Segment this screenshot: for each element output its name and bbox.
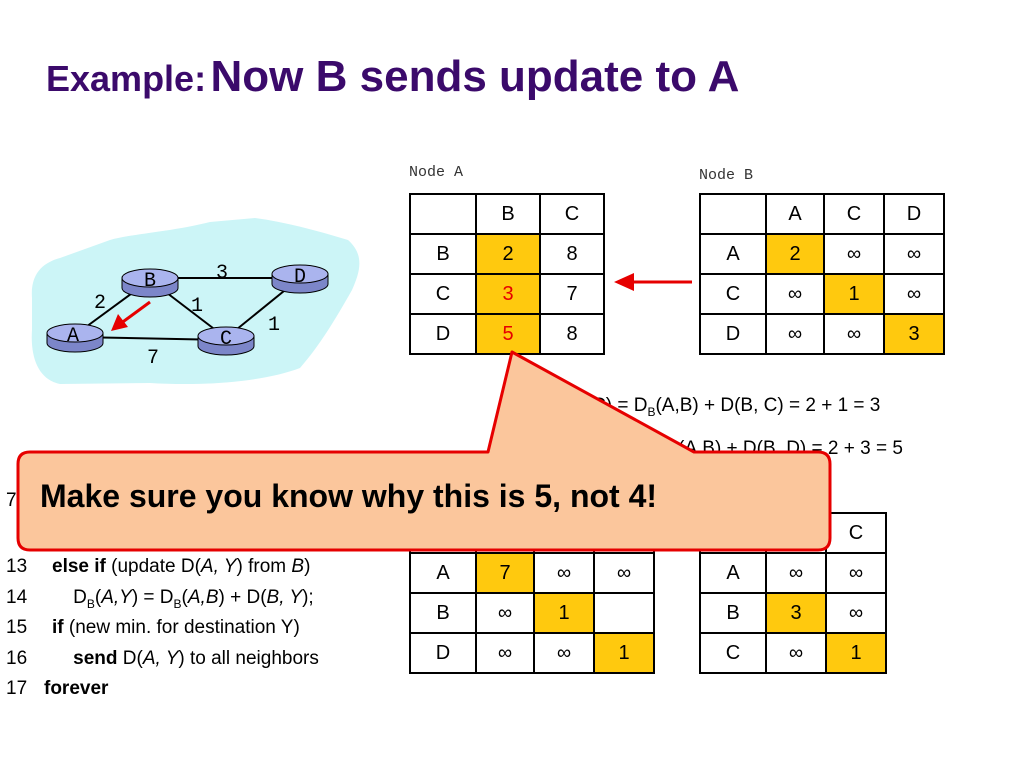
node-b-table: A C D A 2 ∞ ∞ C ∞ 1 ∞ D ∞ ∞ 3: [699, 193, 945, 355]
update-arrowhead-diagram: [111, 314, 128, 331]
table-cell: 2: [765, 233, 825, 275]
edge-bc-cost: 1: [191, 295, 203, 318]
row-label: D: [699, 313, 767, 355]
node-b-table-label: Node B: [699, 167, 754, 184]
edge-cd-cost: 1: [268, 314, 280, 337]
node-c-table: A 7 ∞ ∞ B ∞ 1 D ∞ ∞ 1: [409, 512, 655, 674]
table-cell: 7: [475, 552, 535, 594]
code-line: 16 send D(A, Y) to all neighbors: [6, 647, 319, 669]
table-cell: ∞: [533, 552, 595, 594]
equation-1: C) = DB(A,B) + D(B, C) = 2 + 1 = 3: [592, 395, 881, 419]
table-cell: ∞: [883, 273, 945, 315]
row-label: C: [699, 273, 767, 315]
table-cell: 1: [823, 273, 885, 315]
row-label: A: [699, 233, 767, 275]
table-cell: 3: [883, 313, 945, 355]
row-label: D: [409, 313, 477, 355]
table-cell: ∞: [765, 632, 827, 674]
title-main: Now B sends update to A: [210, 52, 740, 101]
header-cell: D: [883, 193, 945, 235]
table-cell: ∞: [593, 552, 655, 594]
table-cell: ∞: [765, 273, 825, 315]
node-d-table: C A ∞ ∞ B 3 ∞ C ∞ 1: [699, 512, 887, 674]
header-cell: C: [539, 193, 605, 235]
equation-2: (A,B) + D(B, D) = 2 + 3 = 5: [678, 438, 903, 459]
row-label: C: [409, 273, 477, 315]
table-cell: ∞: [533, 632, 595, 674]
table-cell: 1: [825, 632, 887, 674]
header-cell: B: [475, 193, 541, 235]
header-cell: A: [765, 193, 825, 235]
node-a-table-label: Node A: [409, 164, 464, 181]
table-cell: ∞: [475, 592, 535, 634]
table-cell: 1: [593, 632, 655, 674]
row-label: C: [699, 632, 767, 674]
table-cell: 8: [539, 313, 605, 355]
table-cell: ∞: [765, 552, 827, 594]
row-label: A: [409, 552, 477, 594]
code-line: 14 DB(A,Y) = DB(A,B) + D(B, Y);: [6, 586, 314, 611]
router-d: D: [271, 264, 329, 294]
row-label: A: [699, 552, 767, 594]
header-cell: [409, 193, 477, 235]
router-c: C: [197, 326, 255, 356]
table-cell: ∞: [475, 632, 535, 674]
node-c-label: C: [220, 328, 232, 351]
table-cell: [593, 592, 655, 634]
node-a-table: B C B 2 8 C 3 7 D 5 8: [409, 193, 605, 355]
edge-ac-cost: 7: [147, 347, 159, 370]
header-cell: [699, 193, 767, 235]
update-arrowhead-tables: [614, 273, 634, 291]
router-a: A: [46, 323, 104, 353]
network-cloud: [31, 218, 360, 385]
table-cell: 5: [475, 313, 541, 355]
table-cell: 2: [475, 233, 541, 275]
table-cell: 1: [533, 592, 595, 634]
update-arrow-diagram: [119, 300, 151, 326]
node-a-label: A: [67, 325, 79, 348]
row-label: B: [409, 592, 477, 634]
table-cell: ∞: [825, 592, 887, 634]
partial-line-number: 7: [6, 490, 17, 511]
table-cell: ∞: [825, 552, 887, 594]
table-cell: ∞: [823, 233, 885, 275]
node-d-label: D: [294, 266, 306, 289]
header-cell: C: [825, 512, 887, 554]
table-cell: 3: [475, 273, 541, 315]
edge-bd-cost: 3: [216, 262, 228, 285]
title-prefix: Example:: [46, 58, 207, 99]
row-label: B: [699, 592, 767, 634]
table-cell: 8: [539, 233, 605, 275]
table-cell: 7: [539, 273, 605, 315]
node-b-label: B: [144, 270, 156, 293]
router-b: B: [121, 268, 179, 298]
table-cell: ∞: [765, 313, 825, 355]
row-label: B: [409, 233, 477, 275]
header-cell: C: [823, 193, 885, 235]
table-cell: ∞: [823, 313, 885, 355]
slide-title: Example: Now B sends update to A: [46, 52, 739, 102]
table-cell: ∞: [883, 233, 945, 275]
table-cell: 3: [765, 592, 827, 634]
row-label: D: [409, 632, 477, 674]
edge-ab-cost: 2: [94, 292, 106, 315]
callout-text: Make sure you know why this is 5, not 4!: [40, 478, 658, 514]
